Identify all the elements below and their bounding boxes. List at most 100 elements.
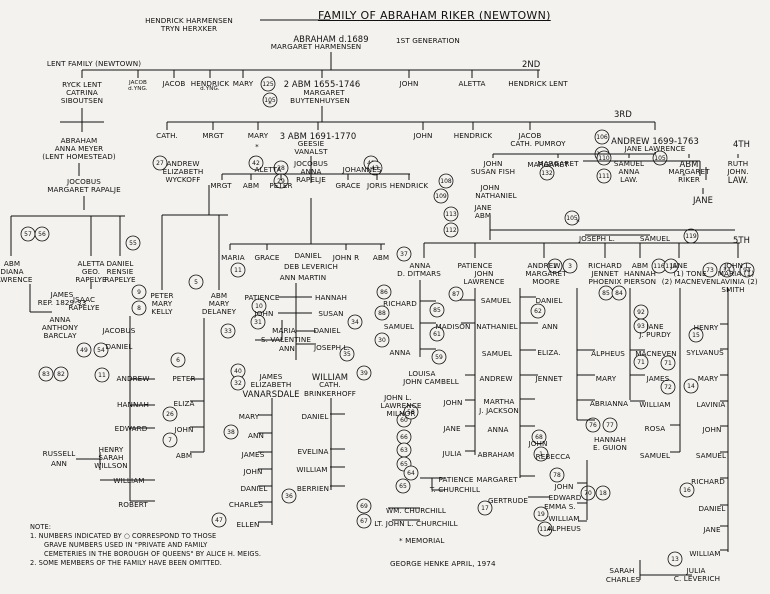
- person-label: ROSA: [644, 424, 666, 433]
- svg-text:113: 113: [445, 211, 457, 218]
- grave-number: 85: [598, 285, 614, 301]
- svg-text:37: 37: [400, 251, 408, 258]
- person-label: HENDRICK LENT: [508, 79, 568, 88]
- grave-number: 33: [220, 323, 236, 339]
- grave-number: 1: [533, 446, 549, 462]
- svg-text:114: 114: [539, 526, 551, 533]
- svg-text:68: 68: [535, 434, 543, 441]
- person-label: ANDREW: [166, 159, 200, 168]
- svg-text:105: 105: [566, 215, 578, 222]
- person-label: PATIENCE: [244, 293, 280, 302]
- person-label: ISAAC: [72, 295, 96, 304]
- person-label: CATH.: [156, 131, 178, 140]
- svg-text:36: 36: [285, 493, 293, 500]
- person-label: GEO.: [81, 267, 101, 276]
- svg-text:109: 109: [435, 193, 447, 200]
- person-label: VANARSDALE: [242, 389, 300, 399]
- person-label: ANNA MEYER: [54, 144, 104, 153]
- person-label: JOHN.: [727, 167, 749, 176]
- person-label: RENSIE: [106, 267, 134, 276]
- grave-number: 11: [94, 367, 110, 383]
- svg-text:64: 64: [407, 470, 415, 477]
- person-label: ABM: [474, 211, 492, 220]
- person-label: ABRAHAM: [477, 450, 515, 459]
- person-label: WILLIAM: [113, 476, 145, 485]
- grave-number: 125: [260, 76, 276, 92]
- person-label: *: [268, 99, 272, 108]
- svg-text:77: 77: [606, 422, 614, 429]
- person-label: TRYN HERXKER: [160, 24, 218, 33]
- person-label: MARGARET: [303, 88, 345, 97]
- person-label: SAMUEL: [481, 349, 513, 358]
- grave-number: 69: [356, 498, 372, 514]
- svg-text:32: 32: [234, 380, 242, 387]
- person-label: ALETTA: [458, 79, 486, 88]
- person-label: MARY: [595, 374, 617, 383]
- person-label: ABM: [679, 159, 699, 169]
- person-label: HANNAH: [315, 293, 347, 302]
- person-label: MARY: [697, 374, 719, 383]
- grave-number: 8: [131, 300, 147, 316]
- grave-number: 109: [433, 188, 449, 204]
- grave-number: 39: [356, 365, 372, 381]
- svg-text:14: 14: [687, 383, 695, 390]
- person-label: SUSAN FISH: [470, 167, 516, 176]
- person-label: ABM: [175, 451, 193, 460]
- person-label: RYCK LENT: [62, 80, 102, 89]
- person-label: MARY: [208, 299, 230, 308]
- person-label: RICHARD: [383, 299, 417, 308]
- person-label: JOHN L.: [724, 261, 752, 270]
- person-label: JOHN: [243, 467, 263, 476]
- svg-text:35: 35: [343, 351, 351, 358]
- svg-text:116: 116: [653, 263, 665, 270]
- person-label: ANN: [279, 344, 295, 353]
- grave-number: 67: [356, 513, 372, 529]
- person-label: RICHARD: [691, 477, 725, 486]
- person-label: MARGARET RAPALJE: [47, 185, 121, 194]
- person-label: T. CHURCHILL: [429, 485, 481, 494]
- person-label: MARGARET: [537, 159, 579, 168]
- person-label: SUSAN: [318, 309, 344, 318]
- person-label: GRACE: [254, 253, 280, 262]
- person-label: MARY: [151, 299, 173, 308]
- svg-text:92: 92: [637, 309, 645, 316]
- svg-text:78: 78: [553, 472, 561, 479]
- svg-text:55: 55: [129, 240, 137, 247]
- person-label: ALETTA: [77, 259, 105, 268]
- grave-number: 31: [250, 314, 266, 330]
- person-label: CATRINA: [66, 88, 98, 97]
- person-label: ANN MARTIN: [279, 273, 327, 282]
- svg-text:5: 5: [194, 279, 198, 286]
- grave-number: 63: [396, 442, 412, 458]
- footnote-line: GRAVE NUMBERS USED IN "PRIVATE AND FAMIL…: [44, 541, 208, 549]
- person-label: d.YNG.: [128, 86, 148, 92]
- person-label: EVELINA: [297, 447, 329, 456]
- person-label: JACOB: [129, 80, 147, 86]
- person-label: WILLIAM: [639, 400, 671, 409]
- svg-text:132: 132: [541, 170, 553, 177]
- person-label: J. PURDY: [639, 330, 671, 339]
- person-label: REP. 1829-33: [37, 298, 87, 307]
- person-label: CHARLES: [228, 500, 264, 509]
- grave-number: 35: [339, 346, 355, 362]
- person-label: MARIA: [221, 253, 245, 262]
- person-label: GEESIE: [297, 139, 325, 148]
- person-label: DANIEL: [105, 342, 133, 351]
- person-label: SYLVANUS: [686, 348, 724, 357]
- svg-text:16: 16: [683, 487, 691, 494]
- person-label: JENNET: [591, 269, 619, 278]
- grave-number: 27: [152, 155, 168, 171]
- person-label: (LENT HOMESTEAD): [42, 152, 116, 161]
- grave-number: 28: [273, 160, 289, 176]
- person-label: DANIEL: [698, 504, 726, 513]
- person-label: DELANEY: [201, 307, 237, 316]
- person-label: SAMUEL: [639, 234, 671, 243]
- person-label: SIBOUTSEN: [60, 96, 104, 105]
- person-label: SMITH: [721, 285, 745, 294]
- person-label: PETER: [172, 374, 196, 383]
- grave-number: 132: [539, 165, 555, 181]
- person-label: JANE: [646, 322, 664, 331]
- grave-number: 119: [683, 228, 699, 244]
- person-label: E. GUION: [593, 443, 627, 452]
